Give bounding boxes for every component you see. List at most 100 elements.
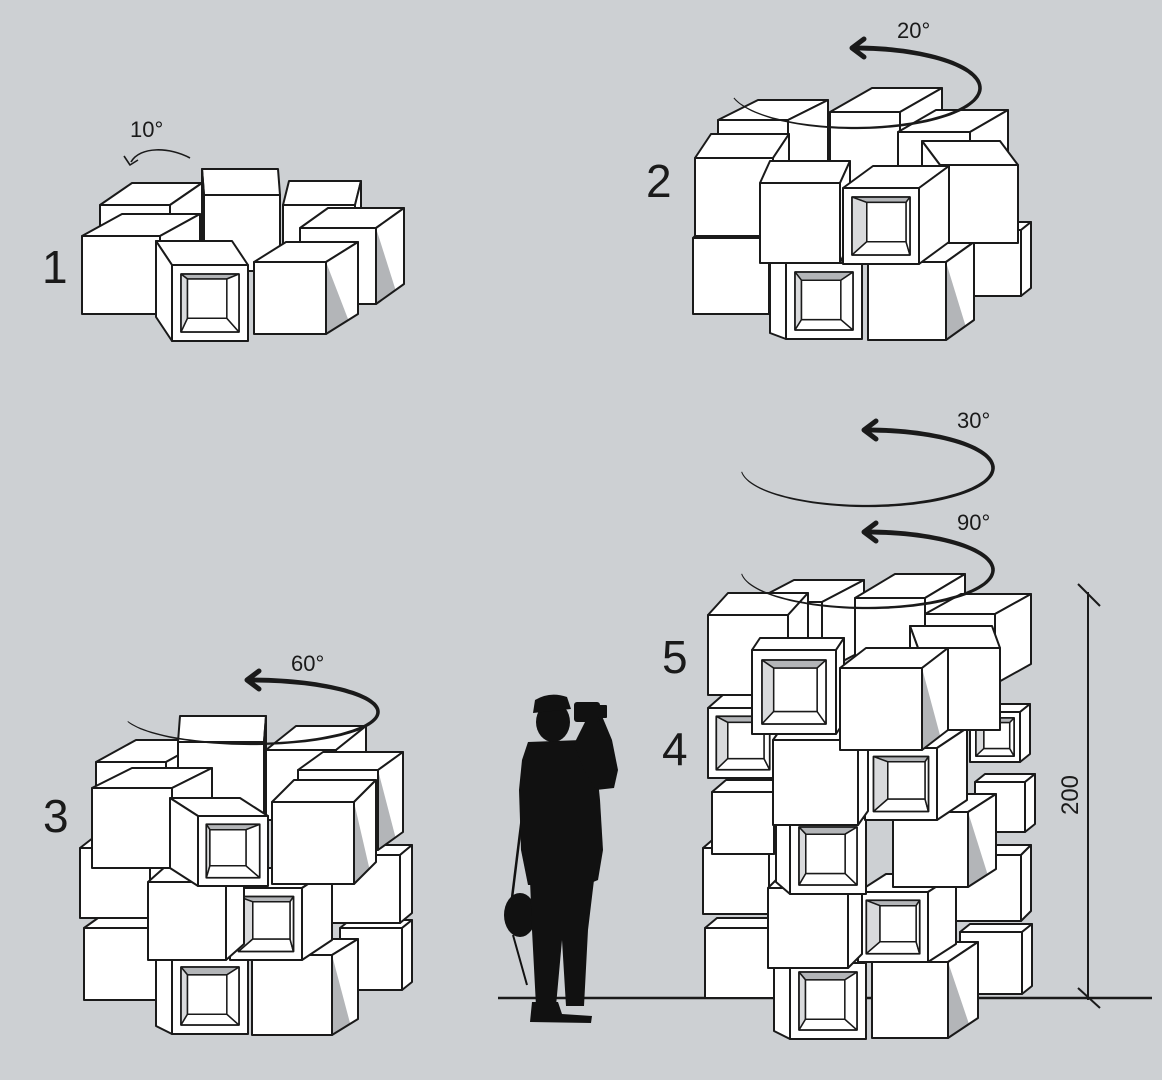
arrowhead xyxy=(861,520,879,544)
cube-front-face xyxy=(759,182,841,264)
cube xyxy=(839,647,949,751)
hollow-inner-wall-right xyxy=(844,971,858,1031)
height-dimension xyxy=(1077,583,1101,1009)
rotation-arrow-arc xyxy=(741,427,995,508)
rotation-label-step2: 20° xyxy=(897,18,930,43)
cube-side-face xyxy=(1021,222,1031,296)
hollow-cube xyxy=(169,797,269,887)
hollow-back-opening xyxy=(800,279,842,321)
cube-front-face xyxy=(939,164,1019,244)
rotation-label-step1: 10° xyxy=(130,117,163,142)
rotation-label-tower-upper: 30° xyxy=(957,408,990,433)
camera-icon xyxy=(574,702,600,722)
cube-front-face xyxy=(839,667,923,751)
cast-shadow xyxy=(332,955,351,1035)
cube-side-face xyxy=(302,868,332,960)
rotation-arrow-arc xyxy=(130,149,191,163)
dimension-tick-bottom xyxy=(1077,987,1101,1009)
step-label-3: 3 xyxy=(43,790,69,842)
cube-side-face xyxy=(400,845,412,923)
cube-top-face xyxy=(282,180,362,206)
camera-lens xyxy=(598,705,607,718)
cube xyxy=(253,241,359,335)
cube-front-face xyxy=(867,261,947,341)
cube-front-face xyxy=(711,791,775,855)
hollow-back-opening xyxy=(772,667,818,713)
cast-shadow xyxy=(922,668,941,750)
hollow-back-opening xyxy=(887,761,926,800)
cube-front-face xyxy=(253,261,327,335)
cube-front-face xyxy=(892,811,969,888)
cube-top-face xyxy=(909,625,1001,649)
person-head xyxy=(536,702,570,742)
cube-side-face xyxy=(995,594,1031,684)
cube-top-face xyxy=(959,923,1033,933)
step-label-5: 5 xyxy=(662,631,688,683)
rotation-arrow-small xyxy=(123,149,191,166)
cube-front-face xyxy=(147,881,227,961)
cube-top-face xyxy=(201,168,281,196)
cube-front-face xyxy=(772,739,859,826)
hollow-inner-wall-right xyxy=(840,271,854,331)
hollow-inner-wall-right xyxy=(226,966,240,1026)
hollow-cube xyxy=(751,637,845,735)
hollow-back-opening xyxy=(186,974,228,1015)
hollow-cube xyxy=(155,949,249,1035)
height-dimension-label: 200 xyxy=(1057,775,1084,815)
step-label-1: 1 xyxy=(42,241,68,293)
rotation-arrow xyxy=(733,36,982,130)
stack-step-3 xyxy=(79,715,413,1036)
rotation-arrow xyxy=(741,418,995,508)
cast-shadow xyxy=(968,812,988,887)
arrowhead xyxy=(123,155,139,166)
cube-front-face xyxy=(91,787,173,869)
cube-side-face xyxy=(156,950,172,1034)
cube-side-face xyxy=(170,798,198,886)
cube-front-face xyxy=(767,887,849,969)
hollow-inner-wall-bottom xyxy=(975,747,1015,757)
hollow-cube xyxy=(769,256,863,340)
person-legs xyxy=(530,880,594,1006)
cast-shadow xyxy=(354,802,370,884)
arrowhead xyxy=(849,36,867,60)
cube-side-face xyxy=(776,806,790,894)
hollow-back-opening xyxy=(804,979,846,1020)
cube-front-face xyxy=(271,801,355,885)
shoulder-bag xyxy=(504,893,536,937)
hollow-inner-wall-right xyxy=(844,826,858,886)
cube-side-face xyxy=(770,257,786,339)
rotation-arrow xyxy=(741,520,995,610)
hollow-back-opening xyxy=(252,901,291,940)
step-label-4: 4 xyxy=(662,723,688,775)
hollow-back-opening xyxy=(186,278,228,320)
cube-front-face xyxy=(704,927,776,999)
cube-front-face xyxy=(81,235,161,315)
cube xyxy=(271,779,377,885)
cast-shadow xyxy=(376,228,396,304)
cube-top-face xyxy=(177,715,267,743)
hollow-back-opening xyxy=(879,904,917,943)
arrowhead xyxy=(861,418,879,442)
rotation-arrow xyxy=(127,668,380,746)
cube-side-face xyxy=(1020,704,1030,762)
arrowhead xyxy=(244,668,262,692)
hollow-inner-wall-right xyxy=(816,659,827,725)
cube-front-face xyxy=(692,237,770,315)
person-cap xyxy=(533,694,571,713)
cube-side-face xyxy=(1022,924,1032,994)
rotation-label-step3: 60° xyxy=(291,651,324,676)
cube xyxy=(871,941,979,1039)
hollow-back-opening xyxy=(866,201,907,243)
cube xyxy=(759,160,851,264)
rotation-arrows xyxy=(123,36,995,746)
cast-shadow xyxy=(948,962,969,1038)
cast-shadow xyxy=(378,770,396,850)
person-shoes xyxy=(530,1002,592,1023)
stack-tower xyxy=(702,573,1036,1040)
cube-side-face xyxy=(1025,774,1035,832)
hollow-cube xyxy=(775,805,867,895)
rotation-label-tower-lower: 90° xyxy=(957,510,990,535)
cube xyxy=(147,865,245,961)
step-label-2: 2 xyxy=(646,155,672,207)
